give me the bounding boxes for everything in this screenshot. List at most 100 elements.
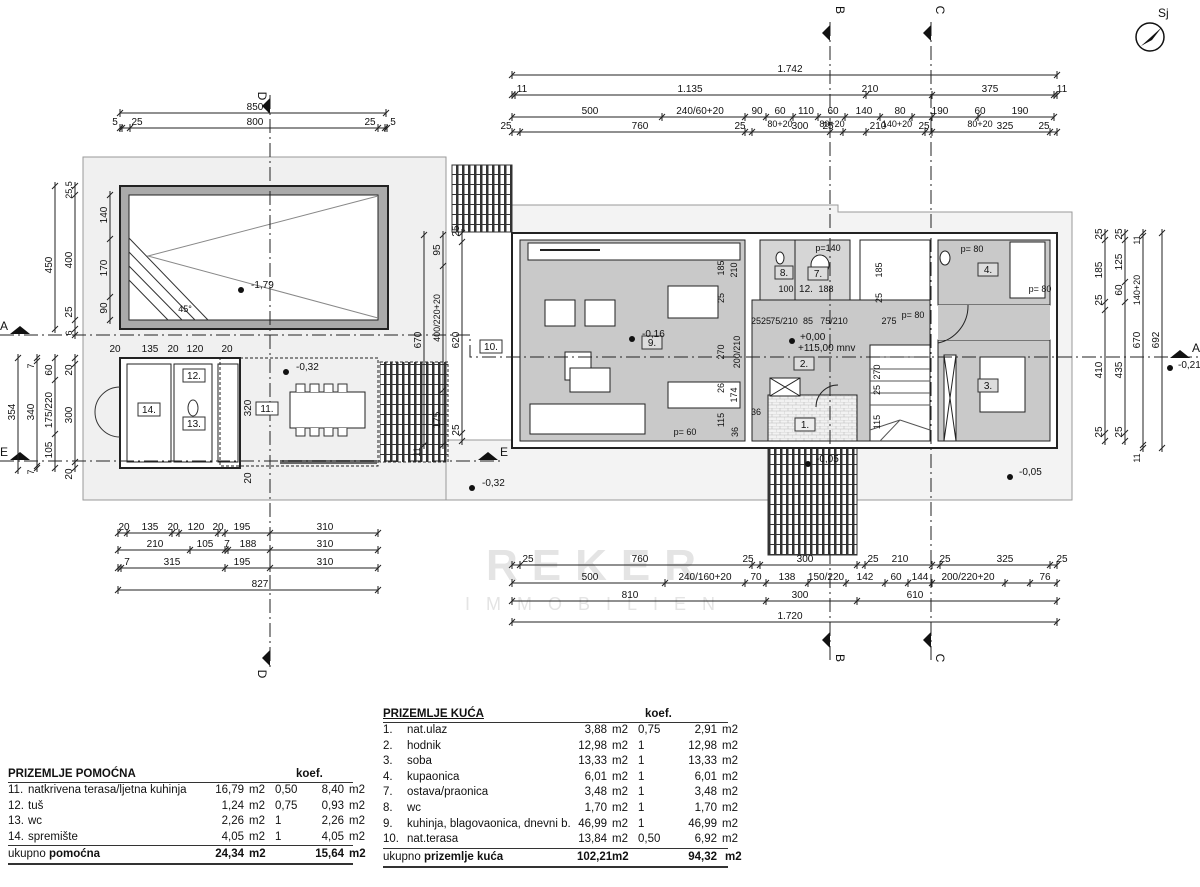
area-unit: m2	[249, 830, 265, 843]
area-unit: m2	[249, 799, 265, 812]
total-label: pomoćna	[48, 848, 101, 861]
dimension-label: 95	[432, 244, 443, 256]
koef: 0,50	[275, 784, 298, 796]
dimension-label: 25	[734, 121, 746, 132]
row-number: 13.	[8, 815, 24, 828]
dimension-label: B	[833, 6, 847, 14]
dimension-label: 105	[44, 441, 55, 458]
north-compass-icon: Sj	[1135, 6, 1169, 52]
room-label-12-house: 12.	[799, 284, 813, 295]
dimension-label: 400	[64, 251, 75, 268]
room-name: ostava/praonica	[407, 786, 489, 799]
dimension-label: 325	[997, 554, 1014, 565]
dimension-label: 195	[234, 557, 251, 568]
dimension-label: 170	[99, 259, 110, 276]
dimension-label: 6	[64, 330, 74, 335]
room-label-2: 2.	[793, 356, 815, 371]
dimension-label: 670	[1132, 331, 1143, 348]
dimension-label: 11	[517, 84, 528, 95]
area: 3,88	[584, 724, 607, 736]
dimension-label: 188	[240, 539, 257, 550]
net-unit: m2	[722, 817, 738, 830]
table-total-row: ukupno prizemlje kuća 102,21 m2 94,32 m2	[383, 849, 742, 868]
dimension-label: 200/210	[732, 336, 742, 369]
dimension-label: 7	[26, 469, 36, 474]
room-name: nat.ulaz	[407, 724, 448, 736]
net-area: 0,93	[321, 799, 344, 812]
dimension-label: 760	[632, 554, 649, 565]
dimension-label: p=140	[815, 243, 840, 253]
total-unit: m2	[612, 850, 629, 863]
dimension-label: +115,00 mnv	[798, 343, 855, 354]
dimensions-interior: 185 210 25 270 200/210 26 174 115 36 36 …	[674, 243, 1052, 437]
koef: 1	[638, 817, 645, 830]
dimension-label: 138	[779, 572, 796, 583]
dimension-label: 670	[413, 331, 424, 348]
koef: 1	[638, 786, 645, 799]
area-unit: m2	[612, 770, 628, 783]
dimension-label: 25	[822, 121, 834, 132]
dimension-label: 85	[803, 316, 813, 326]
dimension-label: p= 80	[1029, 284, 1052, 294]
dimension-label: 827	[252, 579, 269, 590]
dimension-label: A	[0, 319, 8, 333]
dimension-label: 175	[432, 411, 443, 428]
net-unit: m2	[722, 755, 738, 768]
dimension-label: 1.135	[677, 84, 702, 95]
dimension-label: 7.	[814, 269, 822, 280]
house	[511, 232, 1058, 449]
dimension-label: 135	[142, 522, 159, 533]
dimension-label: 80+20	[767, 119, 792, 129]
area-unit: m2	[612, 801, 628, 814]
dimension-label: D	[255, 670, 269, 679]
dimension-label: 25	[451, 424, 462, 436]
dimension-label: 435	[1114, 361, 1125, 378]
dimension-label: 25	[716, 293, 726, 303]
dimension-label: 25	[1114, 228, 1125, 240]
dimension-label: D	[255, 92, 269, 101]
dimension-label: 11	[1057, 84, 1068, 95]
row-number: 3.	[383, 755, 393, 768]
dimension-label: -1,79	[251, 280, 274, 291]
room-label-12: 12.	[182, 368, 206, 383]
dimension-label: 20	[221, 344, 233, 355]
room-label-10: 10.	[479, 339, 503, 354]
dimension-label: 310	[317, 557, 334, 568]
dimension-label: 25	[874, 293, 884, 303]
net-area: 2,26	[321, 815, 344, 828]
dimension-label: 240/160+20	[678, 572, 732, 583]
dimension-label: 300	[64, 406, 75, 423]
dimension-label: -0,32	[296, 362, 319, 373]
room-label-8: 8.	[774, 265, 794, 280]
table-header: PRIZEMLJE POMOĆNA koef.	[8, 766, 353, 783]
room-label-7: 7.	[807, 266, 829, 281]
row-number: 9.	[383, 817, 393, 830]
dimension-label: E	[500, 445, 508, 459]
row-number: 7.	[383, 786, 393, 799]
room-name: kupaonica	[407, 770, 460, 783]
dimension-label: 8.	[780, 268, 788, 279]
room-name: spremište	[28, 830, 78, 843]
row-number: 1.	[383, 724, 393, 736]
area-unit: m2	[612, 755, 628, 768]
total-area: 24,34	[215, 848, 244, 861]
dimension-label: 20	[167, 522, 179, 533]
row-number: 2.	[383, 739, 393, 752]
room-name: soba	[407, 755, 432, 768]
net-area: 2,91	[694, 724, 717, 736]
koef: 1	[275, 830, 282, 843]
dimension-label: 105	[197, 539, 214, 550]
dimension-label: 610	[907, 590, 924, 601]
dimension-label: 13.	[187, 419, 201, 430]
area: 6,01	[584, 770, 607, 783]
dimension-label: 1.742	[777, 64, 802, 75]
table-title: PRIZEMLJE KUĆA	[383, 708, 484, 720]
dimension-label: -0,21	[1178, 360, 1200, 371]
dimension-label: 60	[974, 106, 986, 117]
room-label-9: 9.	[641, 335, 663, 350]
dimension-label: C	[933, 654, 947, 663]
dimension-label: -0,05	[816, 454, 839, 465]
